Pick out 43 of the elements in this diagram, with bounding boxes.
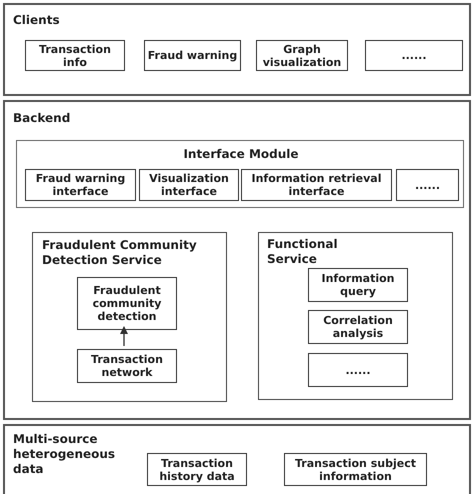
component-label: ......: [401, 49, 427, 62]
component-box: [284, 453, 427, 486]
component-label: Fraud warning interface: [34, 172, 126, 198]
component-box: [365, 40, 463, 71]
component-label: Information retrieval interface: [250, 172, 382, 198]
component-label: Transaction subject information: [294, 456, 417, 482]
module-panel: [258, 232, 453, 400]
layer-title: Multi-source heterogeneous data: [13, 432, 116, 477]
component-label: ......: [345, 364, 371, 376]
component-box: [77, 349, 177, 383]
component-label: Information query: [320, 272, 396, 298]
component-label: Correlation analysis: [322, 314, 394, 340]
component-box: [308, 268, 408, 302]
component-label: Transaction history data: [158, 456, 236, 482]
component-label: Fraud warning: [148, 49, 238, 62]
component-box: [308, 353, 408, 387]
layer-title: Backend: [13, 111, 70, 126]
module-title: Fraudulent Community Detection Service: [42, 238, 198, 268]
layer-panel: [3, 424, 471, 494]
layer-title: Clients: [13, 13, 60, 28]
component-label: Fraudulent community detection: [92, 284, 162, 323]
component-label: Visualization interface: [148, 172, 230, 198]
component-label: ......: [414, 178, 440, 192]
module-panel: [16, 140, 464, 208]
component-box: [241, 169, 392, 201]
module-title: Functional Service: [267, 237, 339, 267]
component-box: [139, 169, 239, 201]
component-box: [396, 169, 459, 201]
component-label: Transaction info: [38, 42, 112, 68]
module-panel: [32, 232, 227, 402]
layer-panel: [3, 100, 471, 420]
layer-panel: [3, 3, 471, 96]
component-box: [25, 169, 136, 201]
component-label: Transaction network: [90, 353, 164, 379]
module-title: Interface Module: [182, 147, 300, 162]
component-box: [144, 40, 241, 71]
component-box: [256, 40, 348, 71]
component-box: [308, 310, 408, 344]
component-box: [77, 277, 177, 330]
arrow: [120, 326, 128, 346]
component-box: [147, 453, 247, 486]
component-box: [25, 40, 125, 71]
component-label: Graph visualization: [262, 42, 342, 68]
